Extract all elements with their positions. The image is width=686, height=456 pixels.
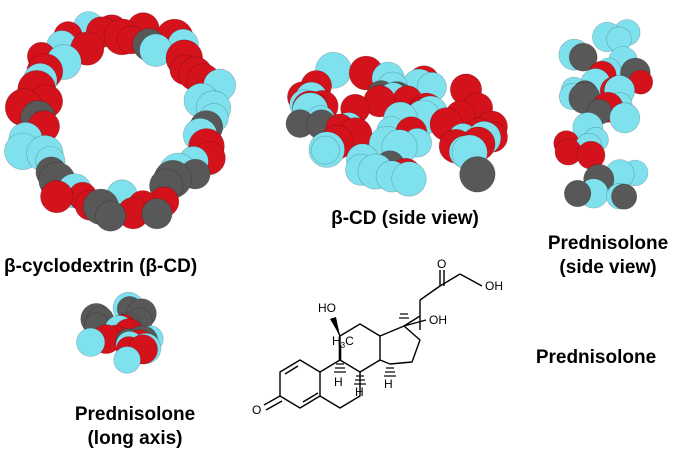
carbon-atom	[611, 183, 638, 210]
caption-pred-long-line1: Prednisolone	[74, 404, 196, 425]
carbon-atom	[459, 156, 496, 193]
caption-beta-cyclodextrin: β-cyclodextrin (β-CD)	[4, 256, 198, 277]
hydrogen-atom	[310, 135, 340, 165]
label-o-3: O	[252, 403, 261, 417]
label-methyl-h: H3C	[332, 334, 354, 350]
label-oh-17: OH	[429, 313, 447, 327]
hydrogen-atom	[391, 161, 427, 197]
hashed-bonds	[334, 313, 409, 385]
caption-pred-side-line2: (side view)	[559, 257, 657, 278]
caption-prednisolone-structure: Prednisolone	[535, 347, 657, 368]
label-oh-21: OH	[485, 279, 503, 293]
caption-pred-long-line2: (long axis)	[87, 428, 183, 449]
carbon-atom	[141, 198, 173, 230]
oxygen-atom	[40, 180, 74, 214]
carbon-atom	[95, 200, 127, 232]
label-ho-11: HO	[318, 301, 336, 315]
caption-prednisolone-side-view: Prednisolone (side view)	[528, 232, 686, 280]
hydrogen-atom	[609, 102, 641, 134]
carbon-atom	[563, 179, 592, 208]
skeleton-bonds	[263, 270, 483, 411]
hydrogen-atom	[113, 346, 141, 374]
caption-beta-cd-side-view: β-CD (side view)	[331, 208, 479, 229]
label-h-9: H	[334, 375, 343, 389]
carbon-atom	[568, 42, 598, 72]
ho-wedge-bond	[330, 317, 340, 336]
caption-pred-side-line1: Prednisolone	[547, 233, 669, 254]
label-o-20: O	[437, 257, 446, 271]
label-h-14: H	[384, 377, 393, 391]
label-h-8: H	[355, 385, 364, 399]
caption-prednisolone-long-axis: Prednisolone (long axis)	[50, 403, 220, 451]
hydrogen-atom	[76, 327, 106, 357]
